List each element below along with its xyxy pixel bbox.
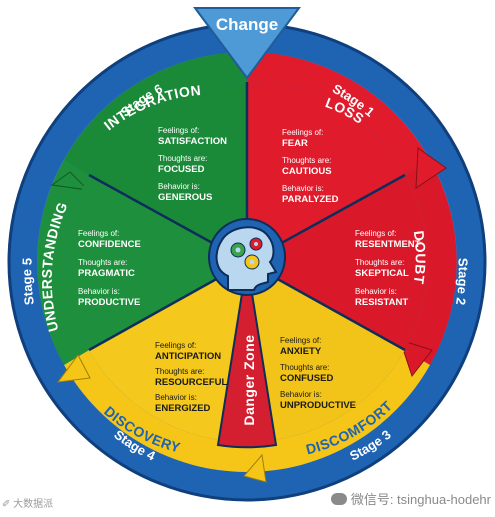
svg-text:SKEPTICAL: SKEPTICAL (355, 268, 409, 279)
svg-text:ENERGIZED: ENERGIZED (155, 403, 211, 414)
segment-discomfort (247, 262, 405, 443)
svg-text:PRODUCTIVE: PRODUCTIVE (78, 297, 140, 308)
arrow-head-discovery (56, 354, 91, 383)
doubt-label: DOUBT (411, 230, 429, 286)
svg-text:Feelings of:: Feelings of: (158, 126, 199, 135)
svg-text:Feelings of:: Feelings of: (355, 229, 396, 238)
svg-text:CONFUSED: CONFUSED (280, 373, 333, 384)
svg-text:RESOURCEFUL: RESOURCEFUL (155, 377, 228, 388)
svg-text:Behavior is:: Behavior is: (158, 182, 200, 191)
svg-text:Thoughts are:: Thoughts are: (282, 156, 331, 165)
arrow-band-discovery (64, 350, 247, 472)
svg-text:Feelings of:: Feelings of: (280, 336, 321, 345)
stage-2-label: Stage 2 (453, 258, 471, 306)
integration-details: Feelings of: SATISFACTION Thoughts are: … (158, 126, 227, 203)
arrow-band-understanding (37, 160, 89, 365)
segment-understanding (66, 175, 247, 350)
svg-text:Behavior is:: Behavior is: (280, 390, 322, 399)
danger-zone-label: Danger Zone (241, 334, 257, 425)
doubt-details: Feelings of: RESENTMENT Thoughts are: SK… (355, 229, 421, 308)
segment-discovery (89, 262, 247, 443)
understanding-details: Feelings of: CONFIDENCE Thoughts are: PR… (78, 229, 141, 308)
segment-doubt (247, 175, 428, 350)
svg-text:FOCUSED: FOCUSED (158, 164, 205, 175)
svg-text:Behavior is:: Behavior is: (155, 393, 197, 402)
svg-text:FEAR: FEAR (282, 138, 308, 149)
loss-details: Feelings of: FEAR Thoughts are: CAUTIOUS… (282, 128, 339, 205)
discovery-details: Feelings of: ANTICIPATION Thoughts are: … (155, 341, 228, 414)
danger-zone-wedge (216, 261, 278, 449)
arrow-band-loss (247, 52, 430, 175)
svg-text:Thoughts are:: Thoughts are: (355, 258, 404, 267)
svg-text:PARALYZED: PARALYZED (282, 194, 339, 205)
change-title: Change (216, 15, 278, 34)
svg-text:RESENTMENT: RESENTMENT (355, 239, 421, 250)
svg-text:CONFIDENCE: CONFIDENCE (78, 239, 141, 250)
watermark-right-text: 微信号: tsinghua-hodehr (350, 492, 491, 507)
svg-text:Thoughts are:: Thoughts are: (280, 363, 329, 372)
svg-text:Feelings of:: Feelings of: (78, 229, 119, 238)
svg-text:Behavior is:: Behavior is: (282, 184, 324, 193)
svg-text:Feelings of:: Feelings of: (155, 341, 196, 350)
segment-loss (247, 81, 405, 262)
svg-text:Thoughts are:: Thoughts are: (78, 258, 127, 267)
svg-text:Behavior is:: Behavior is: (78, 287, 120, 296)
stage-5-label: Stage 5 (19, 258, 37, 306)
svg-text:ANTICIPATION: ANTICIPATION (155, 351, 221, 362)
change-triangle (193, 7, 301, 80)
svg-text:Behavior is:: Behavior is: (355, 287, 397, 296)
svg-text:UNPRODUCTIVE: UNPRODUCTIVE (280, 400, 356, 411)
watermark-right: 微信号: tsinghua-hodehr (330, 489, 491, 508)
arrow-head-understanding (50, 171, 90, 191)
svg-text:RESISTANT: RESISTANT (355, 297, 408, 308)
svg-text:CAUTIOUS: CAUTIOUS (282, 166, 332, 177)
svg-text:GENEROUS: GENEROUS (158, 192, 212, 203)
arrow-band-integration (64, 52, 247, 175)
svg-text:SATISFACTION: SATISFACTION (158, 136, 227, 147)
arrow-head-discomfort (243, 453, 267, 483)
arrow-band-discomfort (247, 350, 430, 472)
wechat-icon (330, 493, 347, 505)
svg-text:Thoughts are:: Thoughts are: (158, 154, 207, 163)
segment-integration (89, 81, 247, 262)
svg-text:Feelings of:: Feelings of: (282, 128, 323, 137)
svg-text:Thoughts are:: Thoughts are: (155, 367, 204, 376)
svg-text:ANXIETY: ANXIETY (280, 346, 322, 357)
arrow-head-loss (415, 147, 447, 189)
svg-text:PRAGMATIC: PRAGMATIC (78, 268, 135, 279)
head-gears-icon (208, 218, 286, 296)
arrow-band-doubt (405, 160, 457, 365)
watermark-left: ✐ 大数据派 (2, 499, 54, 510)
arrow-head-doubt (399, 339, 433, 378)
discomfort-details: Feelings of: ANXIETY Thoughts are: CONFU… (280, 336, 356, 411)
